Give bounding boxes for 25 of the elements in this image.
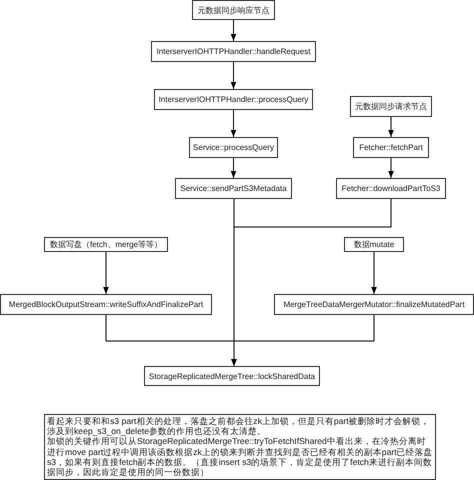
start-box: 数据mutate xyxy=(344,237,404,252)
note-box xyxy=(44,414,436,480)
arrow xyxy=(371,252,377,294)
process-box: Fetcher::downloadPartToS3 xyxy=(336,178,446,199)
start-box: 元数据同步响应节点 xyxy=(192,0,275,20)
note-paragraph: 加锁的关键作用可以从StorageReplicatedMergeTree::tryToFetchIfShared中看出来，在冷热分离时进行move part过程中调用该函数根据zk上的锁来判断并查找到是否已经有相关的副本part已经落盘s3，如果有则直接fetch副本的数据。（直接insert s3的场景下，肯定是使用了fetch来进行副本间数据同步，因此肯定是使用的同一份数据） xyxy=(47,436,433,478)
start-box: 元数据同步请求节点 xyxy=(350,96,432,117)
arrow xyxy=(230,110,236,138)
process-box: Service::processQuery xyxy=(189,137,278,158)
arrow xyxy=(388,116,394,138)
process-box: Service::sendPartS3Metadata xyxy=(175,178,292,199)
arrow xyxy=(388,158,394,178)
arrow xyxy=(230,20,236,42)
process-box: StorageReplicatedMergeTree::lockSharedData xyxy=(144,366,320,386)
process-box: MergedBlockOutputStream::writeSuffixAndFinalizePart xyxy=(0,294,212,315)
process-box: InterserverIOHTTPHandler::handleRequest xyxy=(151,41,316,62)
start-box: 数据写盘（fetch、merge等等） xyxy=(44,237,168,252)
arrow xyxy=(231,314,374,366)
note-paragraph: 看起来只要和和s3 part相关的处理，落盘之前都会往zk上加锁，但是只有part被删除时才会解锁，涉及到keep_s3_on_delete参数的作用也还没有太清楚。 xyxy=(47,416,431,436)
arrow xyxy=(230,62,236,90)
process-box: InterserverIOHTTPHandler::processQuery xyxy=(154,89,313,110)
arrow xyxy=(103,252,109,294)
process-box: MergeTreeDataMergerMutator::finalizeMutatedPart xyxy=(274,294,474,315)
process-box: Fetcher::fetchPart xyxy=(353,137,429,158)
arrow xyxy=(230,158,236,178)
